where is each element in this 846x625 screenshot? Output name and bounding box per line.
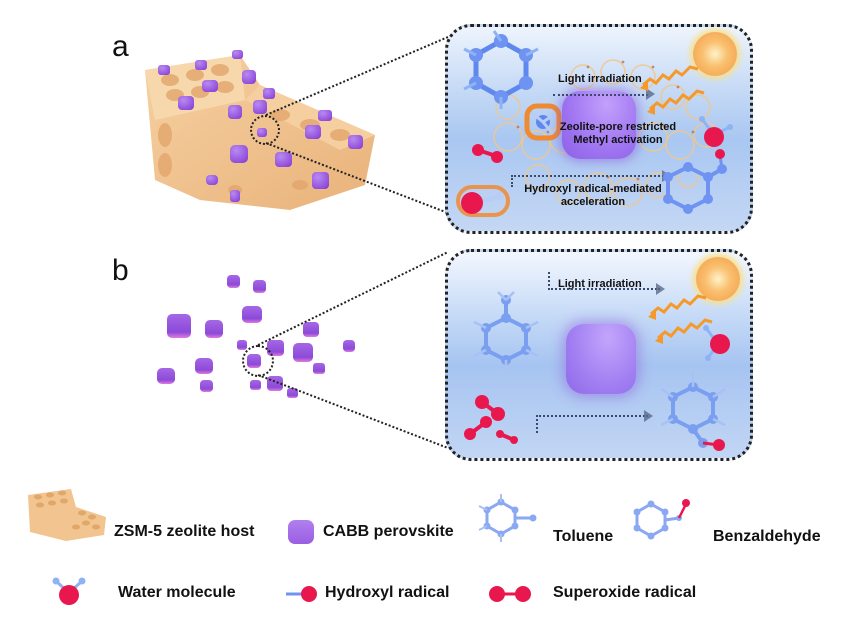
zeolite-block-icon [28,489,106,541]
methyl-group-icon [524,103,562,141]
toluene-molecule-icon [478,494,537,542]
water-molecule-icon [699,116,733,147]
light-wave-icon [648,294,713,344]
zoom-circle-a [250,115,280,145]
perovskite-cube-icon [288,520,314,544]
sun-icon [693,32,737,76]
benzaldehyde-molecule-icon [633,499,690,540]
arrow-light-a [553,86,648,96]
sun-icon [696,257,740,301]
perovskite-particles [158,50,363,202]
legend-label-toluene: Toluene [553,528,614,545]
arrow-hydroxyl-a [511,175,668,187]
legend-label-benzaldehyde: Benzaldehyde [713,528,821,545]
legend-label-hydroxyl: Hydroxyl radical [325,584,450,601]
hydroxyl-radical-icon [286,586,317,602]
toluene-molecule-icon [463,30,539,109]
caption-light-irradiation-a: Light irradiation [558,73,642,85]
caption-light-irradiation-b: Light irradiation [558,278,642,290]
caption-center-a-line1: Zeolite-pore restricted [559,121,677,133]
water-molecule-icon [52,577,86,605]
caption-center-a-line2: Methyl activation [573,134,663,146]
hydroxyl-radical-icon [456,185,510,217]
water-molecule-icon [703,325,730,361]
superoxide-radical-icon [464,395,518,444]
arrowhead-light-a [646,88,655,100]
caption-hydroxyl-a-line2: acceleration [560,196,626,208]
superoxide-radical-icon [489,586,531,602]
perovskite-cube [566,324,636,394]
arrowhead-light-b [656,283,665,295]
arrowhead-superoxide-b [644,410,653,422]
light-wave-icon [640,65,705,115]
bare-perovskite-particles [157,275,355,398]
toluene-molecule-icon [473,291,539,372]
benzaldehyde-molecule-icon [663,149,727,214]
benzaldehyde-molecule-icon [660,373,726,451]
inset-b-bare-perovskite-mechanism: Light irradiation [445,249,753,461]
panel-label-a: a [112,30,129,63]
arrow-light-b [548,272,660,290]
caption-hydroxyl-a-line1: Hydroxyl radical-mediated [524,183,662,195]
legend-label-perovskite: CABB perovskite [323,523,454,540]
superoxide-radical-icon [472,144,503,163]
legend-label-superoxide: Superoxide radical [553,584,697,601]
legend-label-water: Water molecule [118,584,236,601]
panel-label-b: b [112,254,129,287]
legend-label-zeolite: ZSM-5 zeolite host [114,523,255,540]
arrow-superoxide-b [536,415,648,433]
perovskite-cube [562,91,636,159]
inset-a-zeolite-mechanism: Light irradiation Zeolite-pore restricte… [445,24,753,234]
